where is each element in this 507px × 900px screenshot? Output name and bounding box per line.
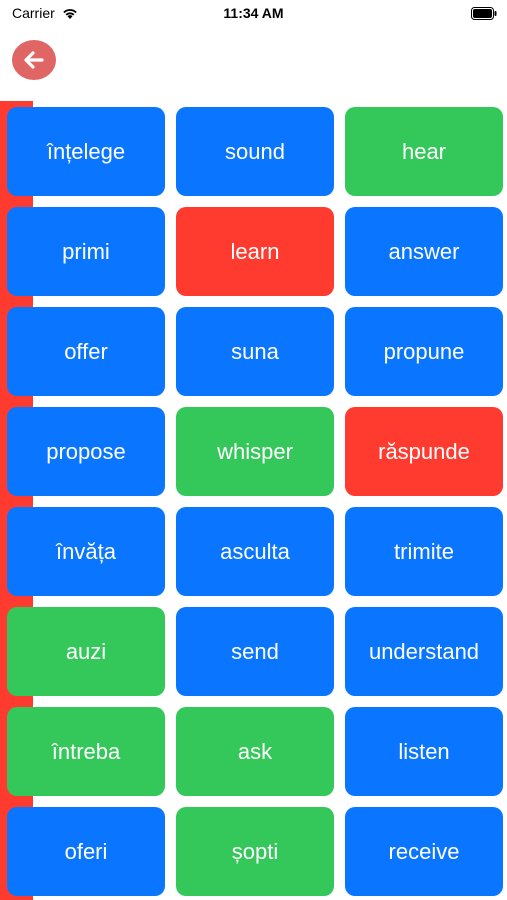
word-tile[interactable]: auzi — [7, 607, 165, 696]
word-tile[interactable]: ask — [176, 707, 334, 796]
carrier-label: Carrier — [12, 5, 55, 21]
back-button[interactable] — [12, 40, 56, 80]
battery-icon — [471, 7, 497, 20]
carrier-indicator: Carrier — [12, 5, 79, 21]
word-tile[interactable]: whisper — [176, 407, 334, 496]
word-tile[interactable]: learn — [176, 207, 334, 296]
word-tile[interactable]: sound — [176, 107, 334, 196]
word-tile[interactable]: înțelege — [7, 107, 165, 196]
word-tile[interactable]: învăța — [7, 507, 165, 596]
word-tile[interactable]: suna — [176, 307, 334, 396]
word-tile[interactable]: răspunde — [345, 407, 503, 496]
word-tile[interactable]: understand — [345, 607, 503, 696]
word-tile[interactable]: propose — [7, 407, 165, 496]
wifi-icon — [61, 6, 79, 20]
word-tile[interactable]: trimite — [345, 507, 503, 596]
word-tile[interactable]: send — [176, 607, 334, 696]
word-tile[interactable]: șopti — [176, 807, 334, 896]
word-tile[interactable]: offer — [7, 307, 165, 396]
word-tile[interactable]: propune — [345, 307, 503, 396]
word-tile[interactable]: receive — [345, 807, 503, 896]
word-tile[interactable]: hear — [345, 107, 503, 196]
arrow-left-icon — [24, 51, 44, 69]
status-bar: Carrier 11:34 AM — [0, 0, 507, 30]
word-tile[interactable]: asculta — [176, 507, 334, 596]
word-tile[interactable]: oferi — [7, 807, 165, 896]
word-tile[interactable]: întreba — [7, 707, 165, 796]
word-tile[interactable]: listen — [345, 707, 503, 796]
word-tile[interactable]: answer — [345, 207, 503, 296]
word-tile[interactable]: primi — [7, 207, 165, 296]
status-time: 11:34 AM — [223, 5, 284, 21]
